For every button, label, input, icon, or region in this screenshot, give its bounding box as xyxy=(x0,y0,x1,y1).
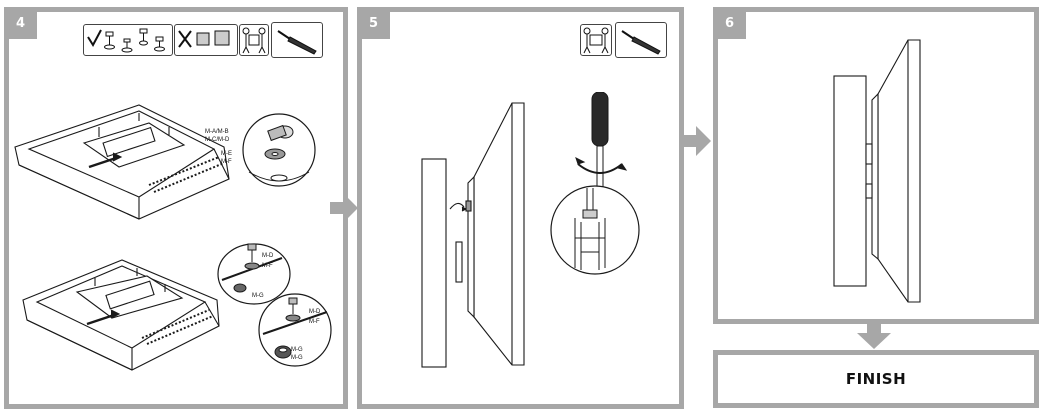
tv-back-mount-upper xyxy=(14,104,230,220)
tv-hanging-on-wall-side-view xyxy=(421,102,525,368)
callout-top-label-1: M-A/M-B xyxy=(205,129,229,135)
callout-top-label-3: M-E xyxy=(221,151,232,157)
callout-mid-label-2: M-F xyxy=(262,263,273,269)
step-6-panel: 6 xyxy=(713,7,1039,324)
screwdriver-tool-icon xyxy=(615,22,667,58)
step-5-panel: 5 xyxy=(357,7,684,409)
two-person-icon xyxy=(239,24,269,56)
arrow-right-icon xyxy=(330,193,358,223)
two-person-icon xyxy=(580,24,612,56)
arrow-down-icon xyxy=(857,323,891,349)
callout-top-label-2: M-C/M-D xyxy=(205,137,230,143)
callout-mid-label-1: M-D xyxy=(262,253,274,259)
tv-mounted-on-wall-side-view xyxy=(833,39,921,303)
callout-zoom-screw-mid xyxy=(217,243,291,305)
tv-back-mount-lower xyxy=(22,259,220,371)
callout-bottom-label-3: M-G xyxy=(291,347,303,353)
callout-top-label-4: M-F xyxy=(221,159,232,165)
screwdriver-tool-icon xyxy=(271,22,323,58)
screws-included-icon xyxy=(83,24,173,56)
callout-bottom-label-1: M-D xyxy=(309,309,321,315)
callout-bottom-label-4: M-G xyxy=(291,355,303,361)
callout-zoom-bracket-lock xyxy=(550,185,640,275)
step-4-badge: 4 xyxy=(4,7,37,39)
callout-bottom-label-2: M-F xyxy=(309,319,320,325)
finish-label: FINISH xyxy=(713,350,1039,408)
screwdriver-tighten-icon xyxy=(575,92,628,202)
step-5-badge: 5 xyxy=(357,7,390,39)
callout-mid-label-3: M-G xyxy=(252,293,264,299)
step-4-panel: 4 xyxy=(4,7,348,409)
callout-zoom-screw-top xyxy=(242,113,316,187)
step-6-badge: 6 xyxy=(713,7,746,39)
callout-zoom-screw-bottom xyxy=(258,293,332,367)
screws-not-included-icon xyxy=(174,24,238,56)
arrow-right-icon xyxy=(683,126,711,156)
